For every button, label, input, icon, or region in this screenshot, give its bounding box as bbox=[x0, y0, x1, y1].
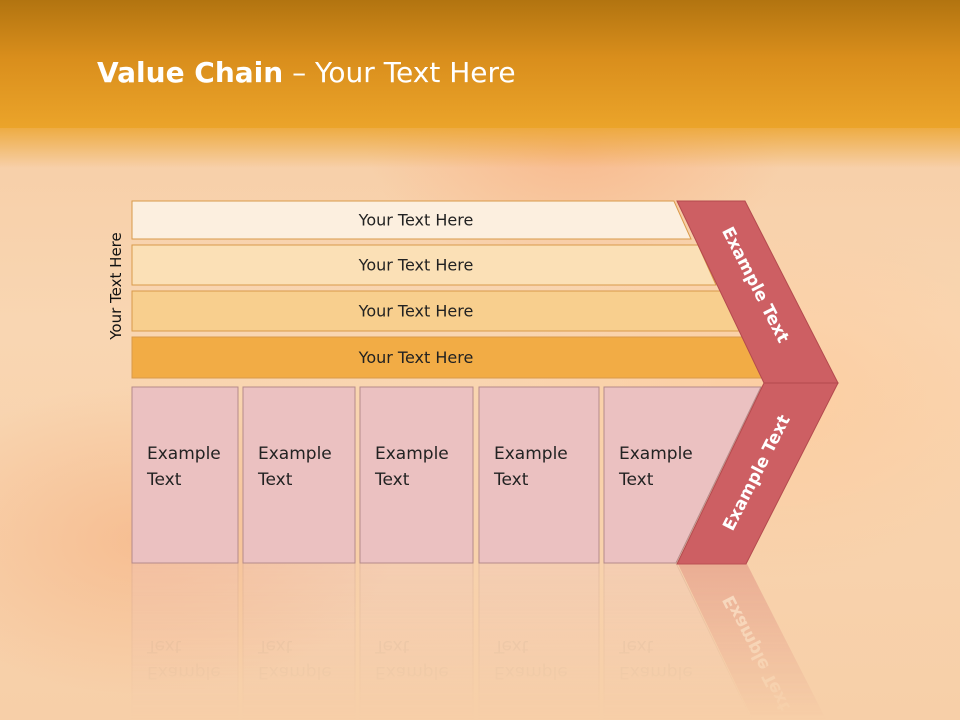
title-bold: Value Chain bbox=[97, 56, 284, 89]
column-reflection-box-2 bbox=[242, 562, 356, 720]
column-text-line1-4: Example bbox=[494, 444, 568, 464]
column-text-line1-1: Example bbox=[147, 444, 221, 464]
title-bar bbox=[0, 0, 960, 128]
column-reflection-2: Example Text bbox=[242, 562, 356, 720]
column-text-line2-1: Text bbox=[146, 470, 182, 490]
column-reflection-box-5 bbox=[603, 562, 753, 720]
chevron-reflection-arm bbox=[677, 562, 827, 720]
title-rest: – Your Text Here bbox=[283, 56, 516, 89]
column-reflection-line1-3: Example bbox=[375, 662, 449, 682]
column-reflection-box-4 bbox=[478, 562, 600, 720]
value-bar-2[interactable] bbox=[131, 244, 717, 286]
column-reflection-line1-2: Example bbox=[258, 662, 332, 682]
slide-title[interactable]: Value Chain – Your Text Here bbox=[97, 56, 516, 89]
value-bar-1[interactable] bbox=[131, 200, 692, 240]
column-reflection-5: Example Text bbox=[603, 562, 753, 720]
column-reflection-3: Example Text bbox=[359, 562, 474, 720]
column-reflection-line2-1: Text bbox=[146, 636, 182, 656]
column-reflection-line1-1: Example bbox=[147, 662, 221, 682]
value-bar-label-2: Your Text Here bbox=[358, 256, 474, 275]
column-reflection-line2-4: Text bbox=[493, 636, 529, 656]
column-reflection-line2-2: Text bbox=[257, 636, 293, 656]
column-text-line2-3: Text bbox=[374, 470, 410, 490]
column-reflection-line1-5: Example bbox=[619, 662, 693, 682]
title-bar-fade bbox=[0, 128, 960, 168]
column-reflection-box-3 bbox=[359, 562, 474, 720]
column-text-line2-4: Text bbox=[493, 470, 529, 490]
reflection: ExampleTextExampleTextExampleTextExample… bbox=[131, 562, 827, 720]
chevron[interactable]: Example Text Example Text bbox=[676, 200, 839, 565]
column-reflection-line1-4: Example bbox=[494, 662, 568, 682]
column-reflection-4: Example Text bbox=[478, 562, 600, 720]
column-text-line2-5: Text bbox=[618, 470, 654, 490]
column-reflection-line2-3: Text bbox=[374, 636, 410, 656]
column-text-line1-5: Example bbox=[619, 444, 693, 464]
column-text-line1-3: Example bbox=[375, 444, 449, 464]
column-reflection-1: Example Text bbox=[131, 562, 239, 720]
value-bar-label-1: Your Text Here bbox=[358, 211, 474, 230]
column-reflection-line2-5: Text bbox=[618, 636, 654, 656]
column-reflection-box-1 bbox=[131, 562, 239, 720]
column-text-line1-2: Example bbox=[258, 444, 332, 464]
value-bar-label-3: Your Text Here bbox=[358, 302, 474, 321]
value-bar-label-4: Your Text Here bbox=[358, 348, 474, 367]
column-text-line2-2: Text bbox=[257, 470, 293, 490]
